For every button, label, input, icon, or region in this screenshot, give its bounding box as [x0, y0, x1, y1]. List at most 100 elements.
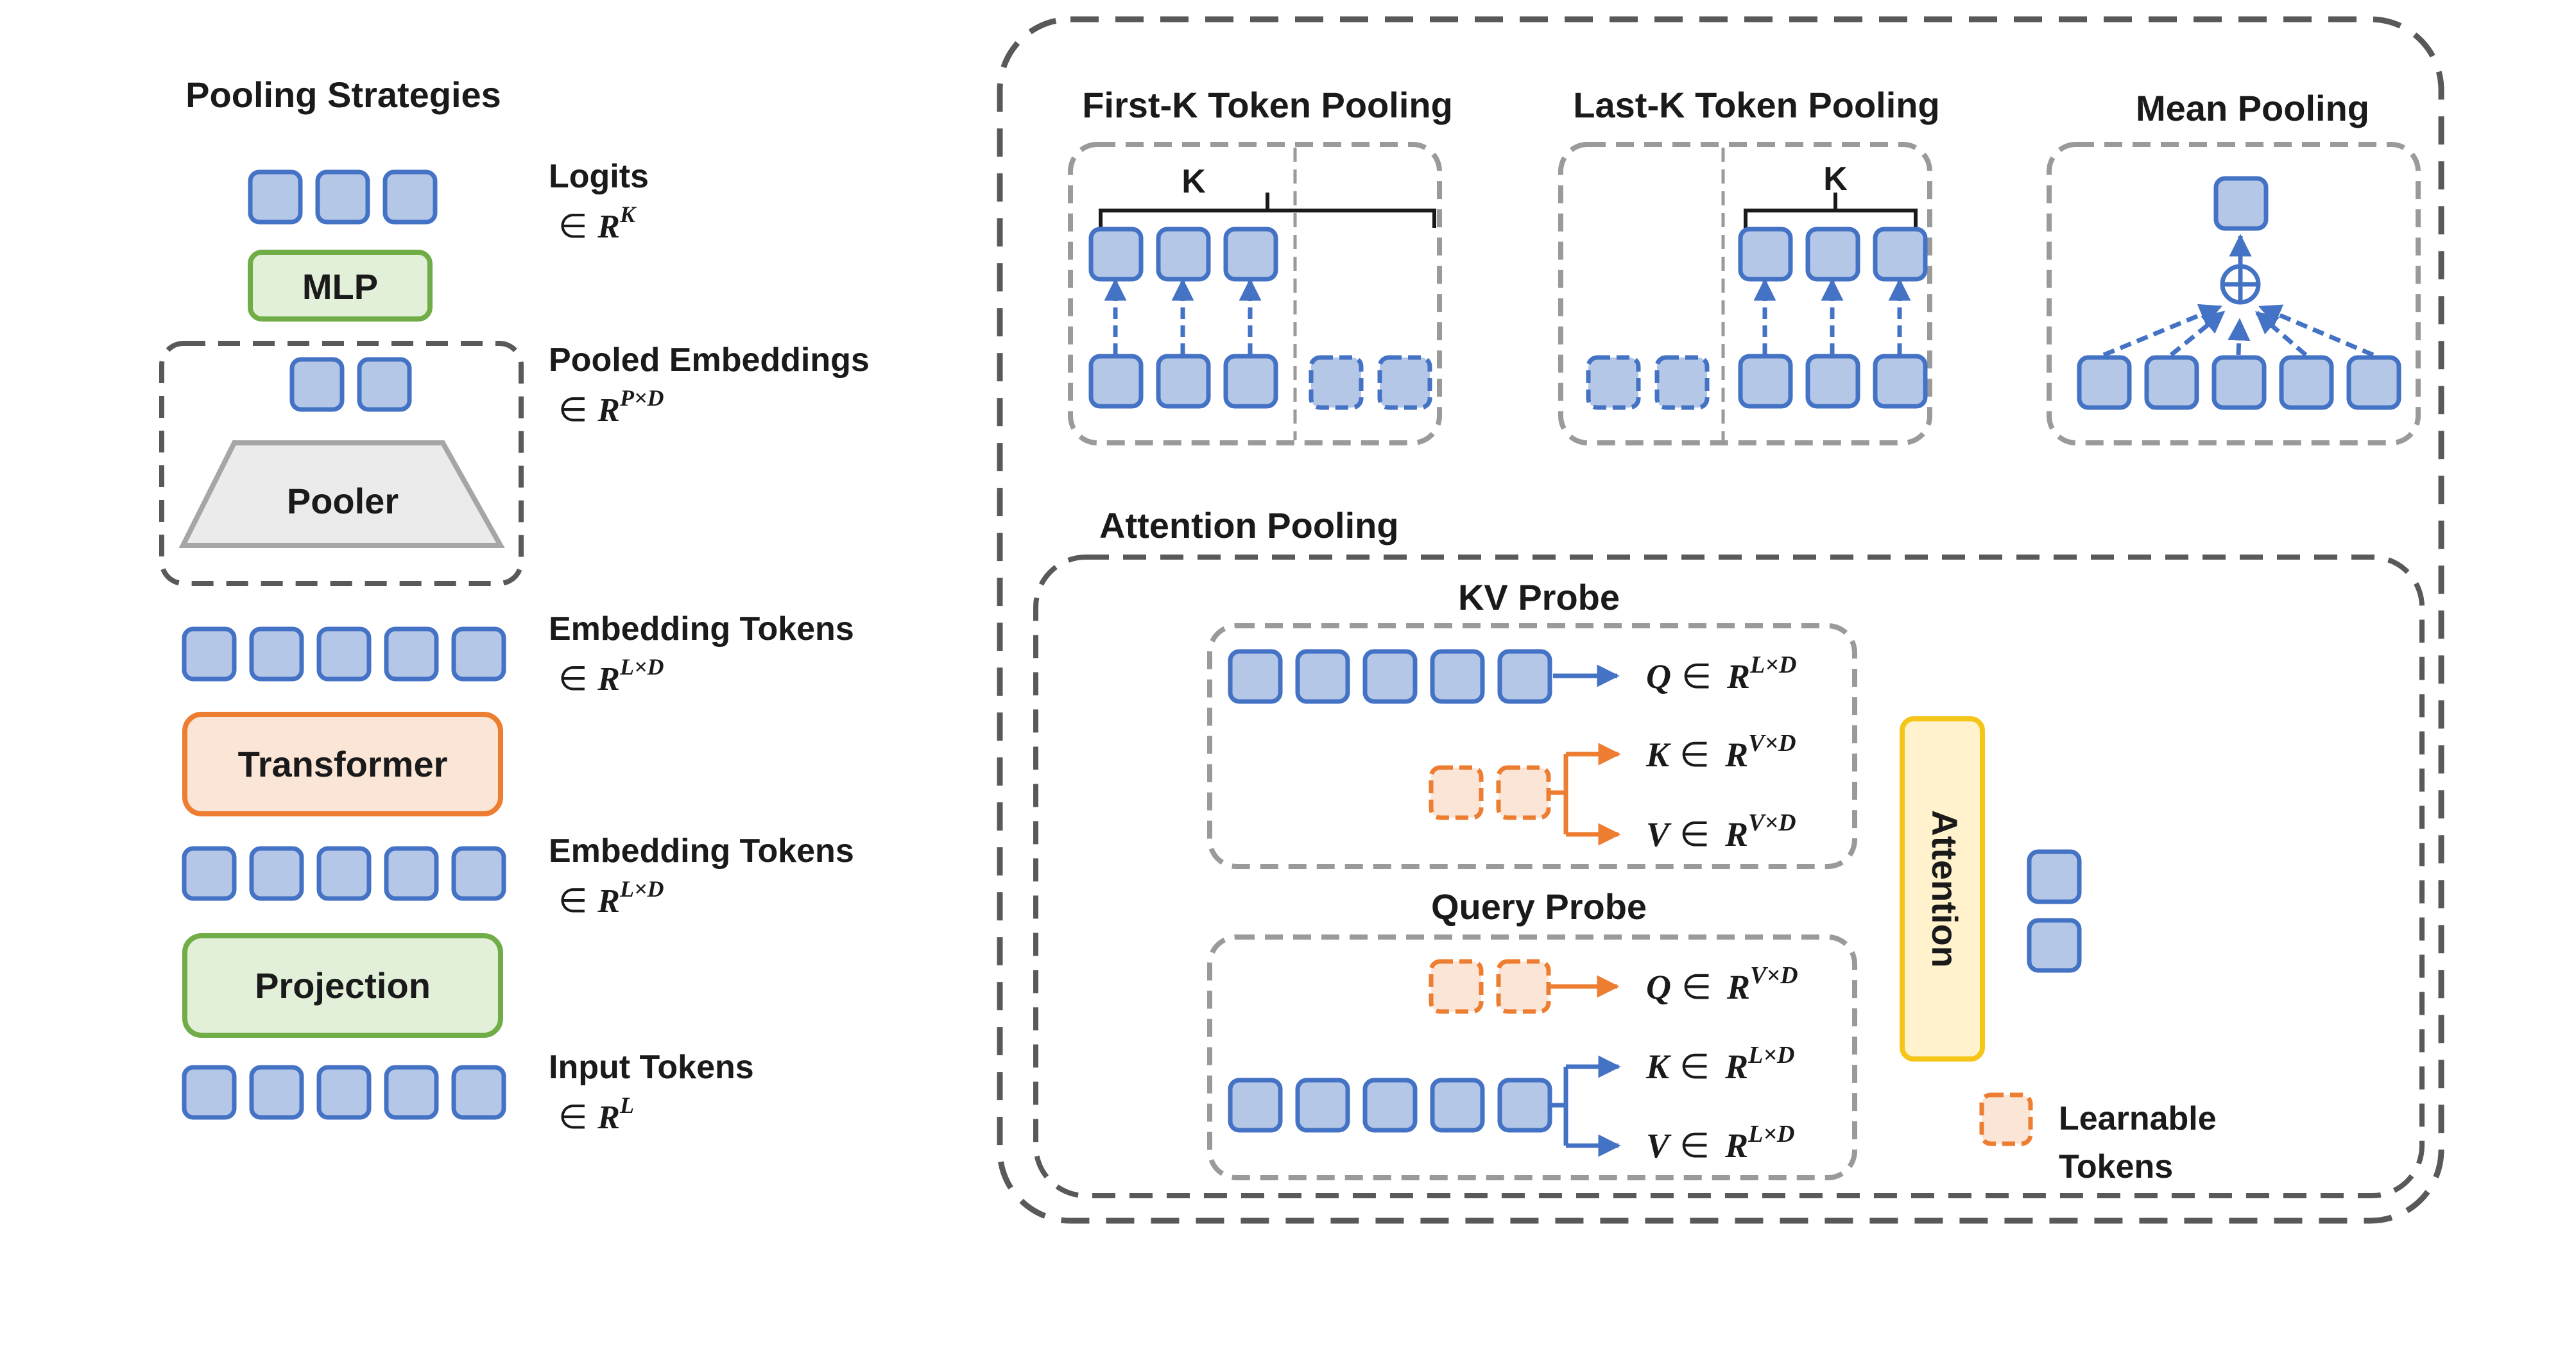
- token: [2211, 355, 2267, 410]
- svg-text:V∈RL×D: V∈RL×D: [1646, 1121, 1794, 1166]
- dashed-arrow: [2258, 304, 2374, 357]
- token: [1805, 227, 1860, 282]
- token: [1088, 227, 1144, 282]
- qp-k-label: K∈RL×D: [1645, 1042, 1794, 1087]
- token: [316, 1065, 372, 1120]
- svg-text:K∈RL×D: K∈RL×D: [1645, 1042, 1794, 1087]
- last-k-title: Last-K Token Pooling: [1573, 85, 1939, 125]
- first-k-selected-tokens: [1088, 227, 1278, 282]
- token: [1430, 1078, 1485, 1133]
- token: [1223, 227, 1278, 282]
- last-k-brace: [1744, 193, 1918, 228]
- pooler-shape: [178, 440, 505, 548]
- embedding-tokens-upper: [182, 626, 506, 682]
- attention-output-tokens: [2027, 849, 2082, 973]
- first-k-brace-label: K: [1181, 163, 1206, 200]
- token: [182, 626, 237, 682]
- token: [1430, 649, 1485, 704]
- mlp-label: MLP: [302, 266, 378, 307]
- svg-text:∈RP×D: ∈RP×D: [558, 385, 664, 429]
- token: [1738, 354, 1793, 409]
- first-k-dropped-tokens: [1309, 355, 1432, 410]
- last-k-dropped-tokens: [1586, 355, 1710, 410]
- transformer-block: [182, 712, 503, 816]
- dashed-arrow: [2228, 318, 2251, 356]
- first-k-title: First-K Token Pooling: [1082, 85, 1453, 125]
- svg-text:Tokens: Tokens: [2059, 1148, 2173, 1185]
- kv-probe-title: KV Probe: [1458, 577, 1620, 617]
- token: [382, 169, 438, 225]
- pooler-group-box: [159, 341, 524, 586]
- query-probe-embedding-tokens: [1228, 1078, 1552, 1133]
- first-k-input-tokens: [1088, 354, 1278, 409]
- legend-learnable-tokens: Learnable Tokens: [1979, 1092, 2217, 1185]
- token: [1228, 1078, 1283, 1133]
- token: [1295, 649, 1350, 704]
- token: [315, 169, 370, 225]
- mean-input-tokens: [2077, 355, 2401, 410]
- token: [2346, 355, 2401, 410]
- token: [2027, 849, 2082, 904]
- token: [1309, 355, 1364, 410]
- attention-block: [1900, 716, 1985, 1062]
- learnable-token: [1429, 765, 1484, 820]
- token: [451, 1065, 506, 1120]
- pooler-label: Pooler: [287, 481, 399, 521]
- token: [1088, 354, 1144, 409]
- token: [451, 626, 506, 682]
- token: [248, 169, 303, 225]
- input-tokens: [182, 1065, 506, 1120]
- token: [182, 1065, 237, 1120]
- token: [249, 1065, 304, 1120]
- token: [1654, 355, 1710, 410]
- token: [1156, 227, 1211, 282]
- qp-kv-branch: [1550, 1067, 1568, 1146]
- token: [2144, 355, 2199, 410]
- token: [384, 626, 439, 682]
- attention-label: Attention: [1925, 810, 1965, 968]
- kv-probe-embedding-tokens: [1228, 649, 1552, 704]
- token: [316, 846, 372, 901]
- mean-pooling-title: Mean Pooling: [2136, 88, 2369, 128]
- svg-text:V∈RV×D: V∈RV×D: [1646, 809, 1796, 854]
- token: [384, 846, 439, 901]
- mean-arrows: [2102, 304, 2374, 357]
- learnable-token: [1429, 959, 1484, 1014]
- annotation-input-tokens: Input Tokens ∈RL: [549, 1049, 754, 1137]
- token: [289, 357, 345, 412]
- token: [384, 1065, 439, 1120]
- token: [182, 846, 237, 901]
- token: [1873, 354, 1928, 409]
- legend-learnable-swatch: [1979, 1092, 2033, 1146]
- learnable-token: [1496, 959, 1551, 1014]
- token: [1295, 1078, 1350, 1133]
- mean-output-token: [2213, 176, 2269, 231]
- token: [1497, 1078, 1552, 1133]
- annotation-logits: Logits ∈RK: [549, 158, 649, 246]
- svg-text:Embedding Tokens: Embedding Tokens: [549, 832, 854, 870]
- token: [249, 626, 304, 682]
- svg-text:Q∈RV×D: Q∈RV×D: [1646, 962, 1798, 1007]
- kv-probe-learnable-tokens: [1429, 765, 1551, 820]
- token: [1586, 355, 1641, 410]
- right-panel-outer-box: [997, 16, 2444, 1224]
- first-k-box: [1068, 142, 1442, 445]
- left-panel-title: Pooling Strategies: [185, 74, 501, 115]
- kv-k-label: K∈RV×D: [1645, 730, 1796, 775]
- mlp-block: [248, 250, 433, 322]
- svg-text:∈RL×D: ∈RL×D: [558, 876, 664, 920]
- annotation-embedding-tokens-lower: Embedding Tokens ∈RL×D: [549, 832, 854, 920]
- token: [357, 357, 412, 412]
- token: [1738, 227, 1793, 282]
- dashed-arrow: [2255, 311, 2308, 357]
- svg-text:∈RL: ∈RL: [558, 1092, 634, 1137]
- last-k-arrows: [1753, 278, 1911, 355]
- transformer-label: Transformer: [238, 744, 448, 784]
- token: [451, 846, 506, 901]
- mean-pooling-box: [2047, 142, 2421, 445]
- dashed-arrow: [2102, 304, 2222, 357]
- attention-pooling-box: [1033, 555, 2425, 1198]
- kv-q-label: Q∈RL×D: [1646, 651, 1796, 696]
- projection-label: Projection: [255, 965, 431, 1006]
